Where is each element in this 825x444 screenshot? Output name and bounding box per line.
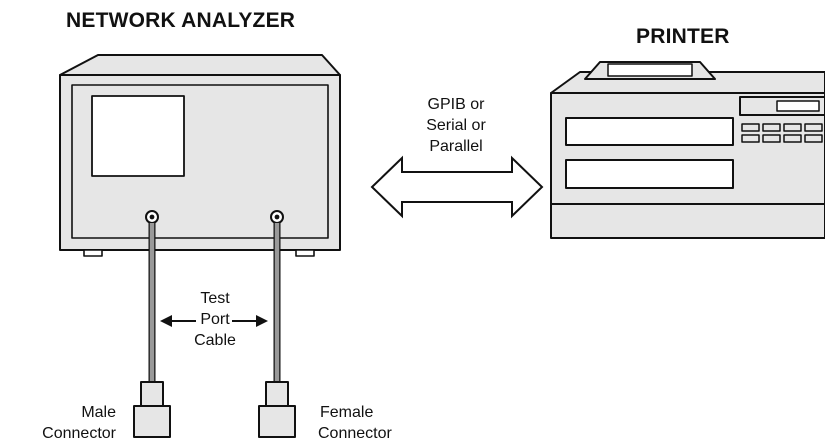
printer-title: PRINTER <box>636 25 730 48</box>
female-connector-label-line: Connector <box>318 425 392 442</box>
female-connector-label: Female Connector <box>318 402 428 444</box>
interface-label-line: GPIB or <box>427 96 485 113</box>
interface-label-line: Serial or <box>426 117 486 134</box>
printer-icon <box>550 61 825 239</box>
double-arrow-icon <box>370 155 544 219</box>
female-connector-icon <box>258 381 296 438</box>
male-connector-label-line: Connector <box>42 425 116 442</box>
cable-label-line: Test <box>200 290 230 307</box>
network-analyzer-title: NETWORK ANALYZER <box>66 9 296 32</box>
port-1-icon <box>145 210 159 224</box>
cable-label-line: Cable <box>194 332 236 349</box>
interface-label-line: Parallel <box>429 138 483 155</box>
male-connector-label: Male Connector <box>6 402 116 444</box>
test-port-cable-label: Test Port Cable <box>189 288 241 351</box>
interface-label: GPIB or Serial or Parallel <box>417 94 495 157</box>
network-analyzer-icon <box>59 54 341 257</box>
male-connector-icon <box>133 381 171 438</box>
port-2-icon <box>270 210 284 224</box>
cable-label-arrows <box>160 315 268 327</box>
female-connector-label-line: Female <box>320 404 374 421</box>
male-connector-label-line: Male <box>81 404 116 421</box>
cable-label-line: Port <box>200 311 230 328</box>
